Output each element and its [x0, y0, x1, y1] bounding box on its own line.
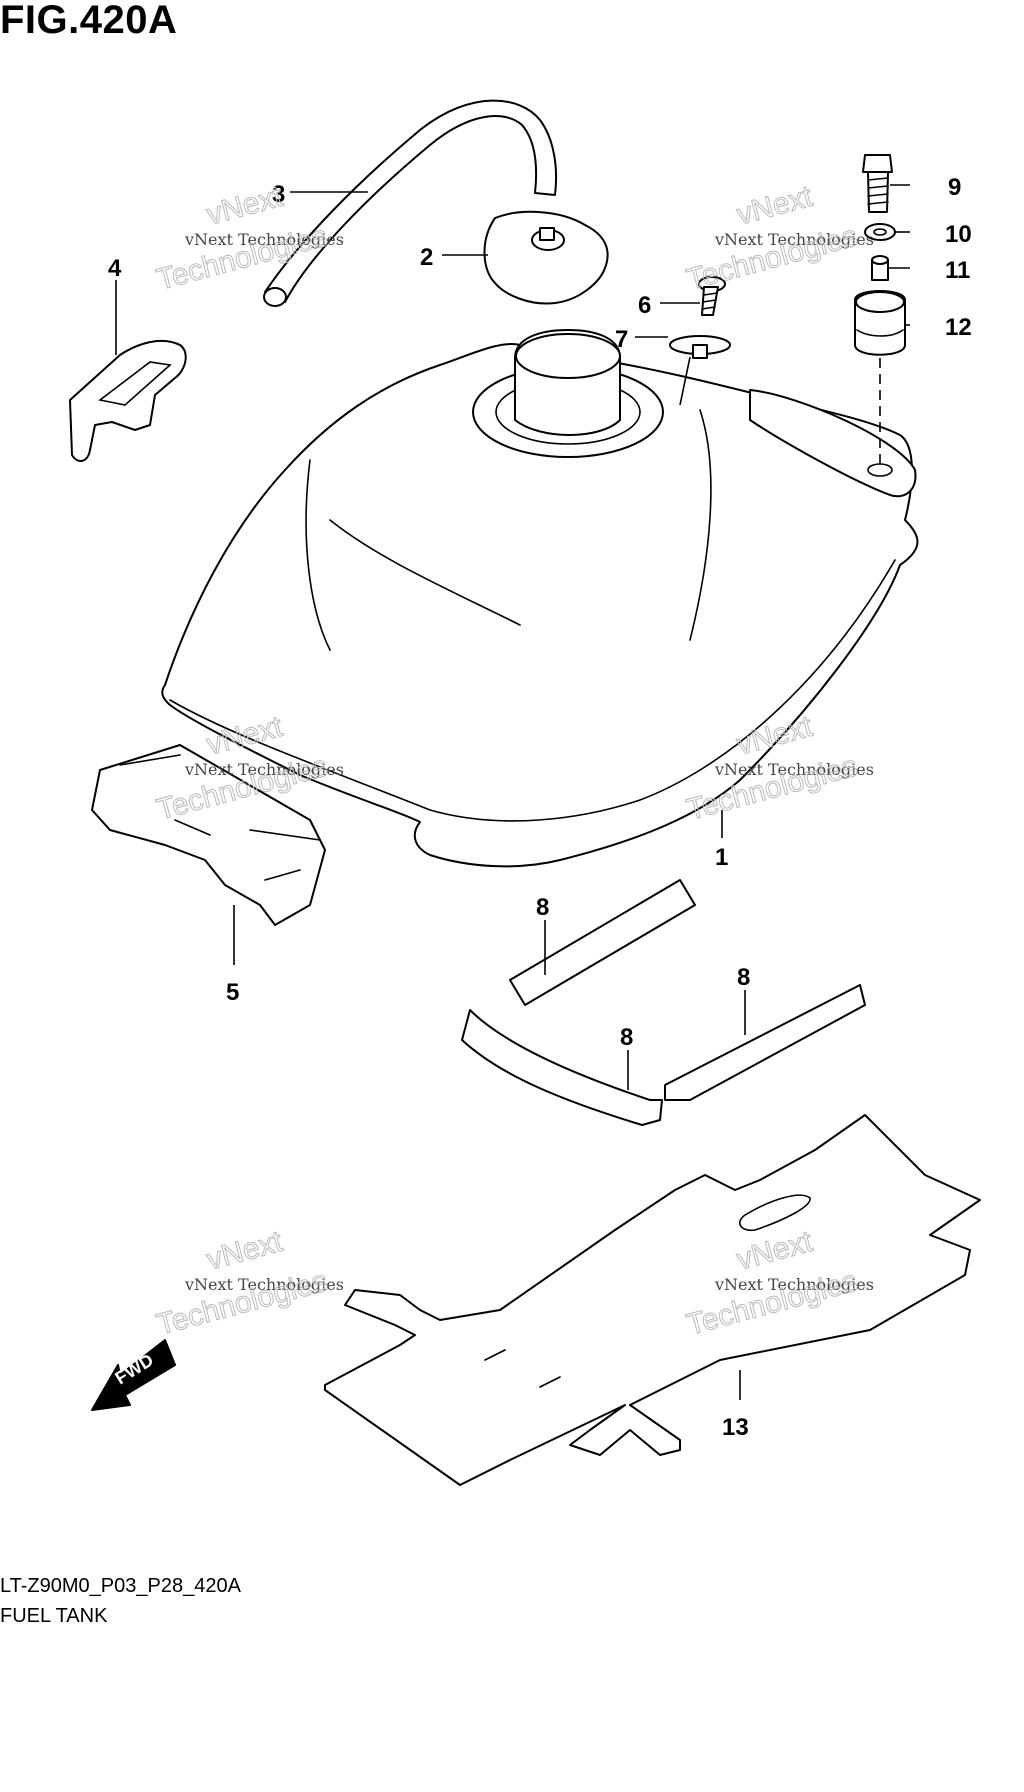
collar — [871, 255, 889, 281]
cushion — [854, 290, 906, 356]
callout-6: 6 — [638, 292, 651, 319]
figure-title: FIG.420A — [0, 0, 178, 42]
breather-hose — [263, 99, 558, 307]
callout-10: 10 — [945, 221, 972, 248]
leader-lines — [115, 184, 910, 1400]
callout-11: 11 — [945, 257, 970, 284]
fuel-cap — [483, 210, 609, 305]
watermark-small-text: vNext Technologies — [714, 230, 874, 249]
callout-2: 2 — [420, 244, 433, 271]
heat-protector-sheet — [324, 1114, 981, 1486]
callout-13: 13 — [722, 1414, 749, 1441]
watermark-top-right: vNext vNext Technologies Technologies — [683, 179, 874, 297]
callout-1: 1 — [715, 844, 728, 871]
forward-direction-arrow: FWD — [91, 1339, 176, 1411]
washer-plate — [669, 335, 731, 359]
cushion-strip-right — [664, 984, 866, 1101]
tank-holder — [69, 339, 187, 462]
callout-12: 12 — [945, 314, 972, 341]
callout-9: 9 — [948, 174, 961, 201]
watermark-top-word: vNext — [203, 180, 286, 232]
screw — [698, 276, 726, 316]
cushion-strip-upper — [509, 879, 696, 1006]
watermark-top-left: vNext vNext Technologies Technologies — [153, 179, 344, 297]
watermark-bottom-left: vNext vNext Technologies Technologies — [153, 1224, 344, 1342]
callout-8a: 8 — [536, 894, 549, 921]
figure-caption: FUEL TANK — [0, 1605, 108, 1627]
model-code: LT-Z90M0_P03_P28_420A — [0, 1575, 241, 1597]
watermark-small-text: vNext Technologies — [714, 760, 874, 779]
callout-4: 4 — [108, 255, 122, 282]
callout-8c: 8 — [620, 1024, 633, 1051]
callout-8b: 8 — [737, 964, 750, 991]
watermark-small-text: vNext Technologies — [714, 1275, 874, 1294]
watermark-small-text: vNext Technologies — [184, 760, 344, 779]
cushion-strip-curved — [461, 1009, 663, 1126]
watermark-top-word: vNext — [733, 180, 816, 232]
callouts: 1 2 3 4 5 6 7 8 8 8 9 10 11 12 13 — [108, 174, 972, 1441]
watermark-top-word: vNext — [203, 1225, 286, 1277]
callout-5: 5 — [226, 979, 239, 1006]
callout-3: 3 — [272, 181, 285, 208]
bolt — [862, 154, 893, 213]
fuel-tank-clip — [91, 744, 326, 926]
callout-7: 7 — [615, 326, 628, 353]
fuel-tank-body — [161, 329, 919, 868]
watermark-small-text: vNext Technologies — [184, 230, 344, 249]
watermark-small-text: vNext Technologies — [184, 1275, 344, 1294]
